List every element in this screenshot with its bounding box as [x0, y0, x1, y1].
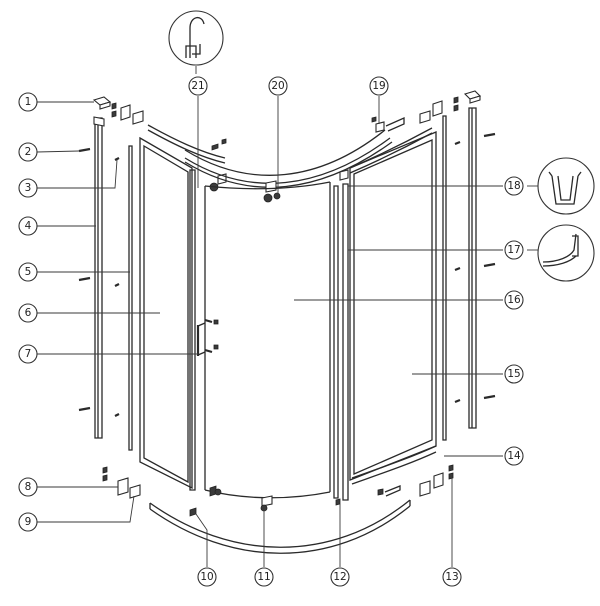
top-left-curved-rail: [147, 124, 226, 164]
callout-13: 13: [442, 567, 462, 587]
leader-lines: [36, 66, 538, 567]
svg-text:21: 21: [191, 80, 204, 92]
callout-3: 3: [18, 178, 38, 198]
callout-7: 7: [18, 344, 38, 364]
right-door-seal-profiles: [333, 169, 349, 501]
right-fixed-panel-frame: [442, 115, 447, 441]
svg-text:4: 4: [25, 220, 32, 232]
inset-seal-17: [537, 224, 595, 282]
inset-seal-21: [168, 10, 224, 66]
svg-text:13: 13: [445, 571, 458, 583]
door-handle: [196, 318, 219, 356]
svg-text:18: 18: [507, 180, 520, 192]
bottom-curved-rail: [149, 499, 411, 554]
callout-4: 4: [18, 216, 38, 236]
left-top-connectors: [111, 102, 144, 125]
left-fixed-panel-frame: [128, 145, 133, 451]
callout-19: 19: [369, 76, 389, 96]
svg-text:20: 20: [271, 80, 284, 92]
callout-18: 18: [504, 176, 524, 196]
callout-21: 21: [188, 76, 208, 96]
svg-text:5: 5: [25, 266, 32, 278]
inset-seal-18: [537, 157, 595, 215]
callout-1: 1: [18, 92, 38, 112]
svg-text:11: 11: [257, 571, 270, 583]
svg-text:6: 6: [25, 307, 32, 319]
left-top-cap: [92, 96, 112, 110]
top-roller-center: [263, 180, 281, 203]
callout-6: 6: [18, 303, 38, 323]
callout-8: 8: [18, 477, 38, 497]
callout-5: 5: [18, 262, 38, 282]
callout-12: 12: [330, 567, 350, 587]
svg-text:19: 19: [372, 80, 385, 92]
svg-text:12: 12: [333, 571, 346, 583]
right-wall-screws: [454, 132, 496, 404]
right-top-cap: [419, 90, 482, 124]
left-wall-screws: [78, 147, 120, 417]
bottom-left-caps: [102, 466, 141, 499]
svg-text:1: 1: [25, 96, 32, 108]
right-bottom-rail: [351, 445, 437, 485]
svg-text:2: 2: [25, 146, 32, 158]
callout-11: 11: [254, 567, 274, 587]
left-wall-profile: [93, 116, 105, 439]
top-right-connectors: [371, 116, 405, 133]
callout-2: 2: [18, 142, 38, 162]
top-roller-left: [209, 138, 227, 192]
svg-text:14: 14: [507, 450, 521, 462]
callout-14: 14: [504, 446, 524, 466]
bottom-rollers-guides: [189, 485, 401, 517]
svg-text:3: 3: [25, 182, 32, 194]
bottom-right-caps: [419, 464, 454, 497]
svg-text:10: 10: [200, 571, 213, 583]
left-door-profile: [189, 169, 196, 491]
top-curved-rail: [184, 129, 393, 188]
callout-17: 17: [504, 240, 524, 260]
svg-text:17: 17: [507, 244, 520, 256]
right-wall-profile: [468, 107, 477, 429]
callout-20: 20: [268, 76, 288, 96]
callout-10: 10: [197, 567, 217, 587]
svg-text:8: 8: [25, 481, 32, 493]
right-fixed-glass: [349, 131, 437, 481]
svg-text:16: 16: [507, 294, 521, 306]
callout-16: 16: [504, 290, 524, 310]
svg-text:9: 9: [25, 516, 32, 528]
svg-text:7: 7: [25, 348, 32, 360]
svg-text:15: 15: [507, 368, 520, 380]
curved-sliding-door: [204, 181, 331, 499]
callout-9: 9: [18, 512, 38, 532]
callout-15: 15: [504, 364, 524, 384]
